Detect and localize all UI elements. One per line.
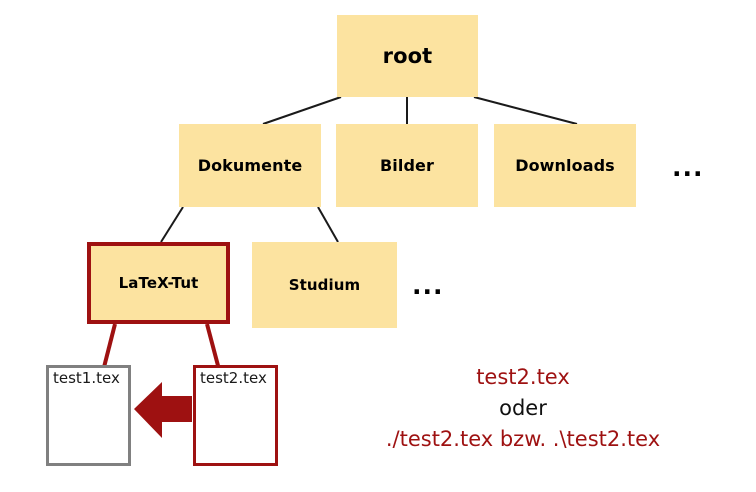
folder-node-dokumente[interactable]: Dokumente — [179, 124, 321, 207]
caption-line-relpaths: ./test2.tex bzw. .\test2.tex — [385, 427, 661, 451]
folder-label: root — [382, 44, 433, 68]
folder-node-downloads[interactable]: Downloads — [494, 124, 636, 207]
edge-dokumente-studium — [317, 206, 339, 243]
folder-label: LaTeX-Tut — [118, 274, 199, 292]
folder-label: Studium — [288, 276, 361, 294]
caption-line-filename: test2.tex — [476, 365, 570, 389]
caption-line-or: oder — [499, 396, 547, 420]
folder-label: Bilder — [380, 156, 434, 175]
folder-label: Downloads — [515, 156, 615, 175]
file-node-test2-tex[interactable]: test2.tex — [193, 365, 278, 466]
ellipsis-level1: ... — [672, 153, 704, 182]
folder-node-root[interactable]: root — [337, 15, 478, 97]
ellipsis-level2: ... — [412, 271, 444, 300]
edge-dokumente-latextut — [160, 206, 184, 243]
file-label: test1.tex — [53, 369, 120, 387]
folder-label: Dokumente — [197, 156, 303, 175]
edge-root-dokumente — [262, 96, 342, 125]
file-label: test2.tex — [200, 369, 267, 387]
relative-path-arrow-icon — [134, 382, 192, 438]
edge-root-downloads — [473, 96, 578, 125]
folder-node-latex-tut[interactable]: LaTeX-Tut — [87, 242, 230, 324]
folder-node-studium[interactable]: Studium — [252, 242, 397, 328]
file-node-test1-tex[interactable]: test1.tex — [46, 365, 131, 466]
folder-node-bilder[interactable]: Bilder — [336, 124, 478, 207]
caption-block: test2.tex oder ./test2.tex bzw. .\test2.… — [373, 362, 673, 455]
